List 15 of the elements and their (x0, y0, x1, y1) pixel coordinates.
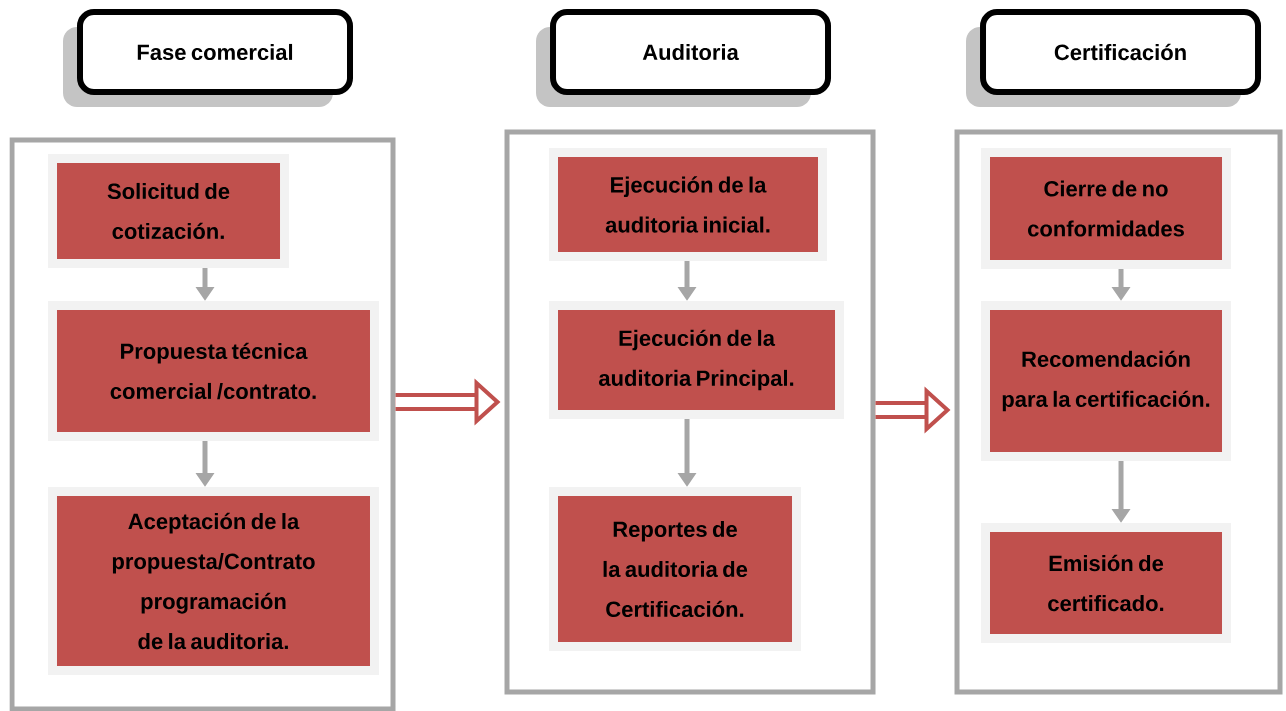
process-box: Solicitud de cotización. (48, 154, 289, 268)
process-box: Ejecución de la auditoria Principal. (549, 301, 844, 419)
process-box: Emisión de certificado. (981, 523, 1231, 643)
process-box: Ejecución de la auditoria inicial. (549, 148, 827, 261)
process-box: Propuesta técnica comercial /contrato. (48, 301, 379, 441)
panel-frame (504, 129, 876, 695)
panel-frame (954, 129, 1283, 695)
process-box: Cierre de no conformidades (981, 148, 1231, 269)
header-box: Certificación (966, 9, 1261, 107)
header-box: Fase comercial (63, 9, 353, 107)
process-box: Aceptación de la propuesta/Contrato programación de la auditoria. (48, 487, 379, 675)
panel-frame (9, 137, 396, 711)
process-box: Reportes de la auditoria de Certificación. (549, 487, 801, 651)
process-box: Recomendación para la certificación. (981, 301, 1231, 461)
header-box: Auditoria (536, 9, 831, 107)
